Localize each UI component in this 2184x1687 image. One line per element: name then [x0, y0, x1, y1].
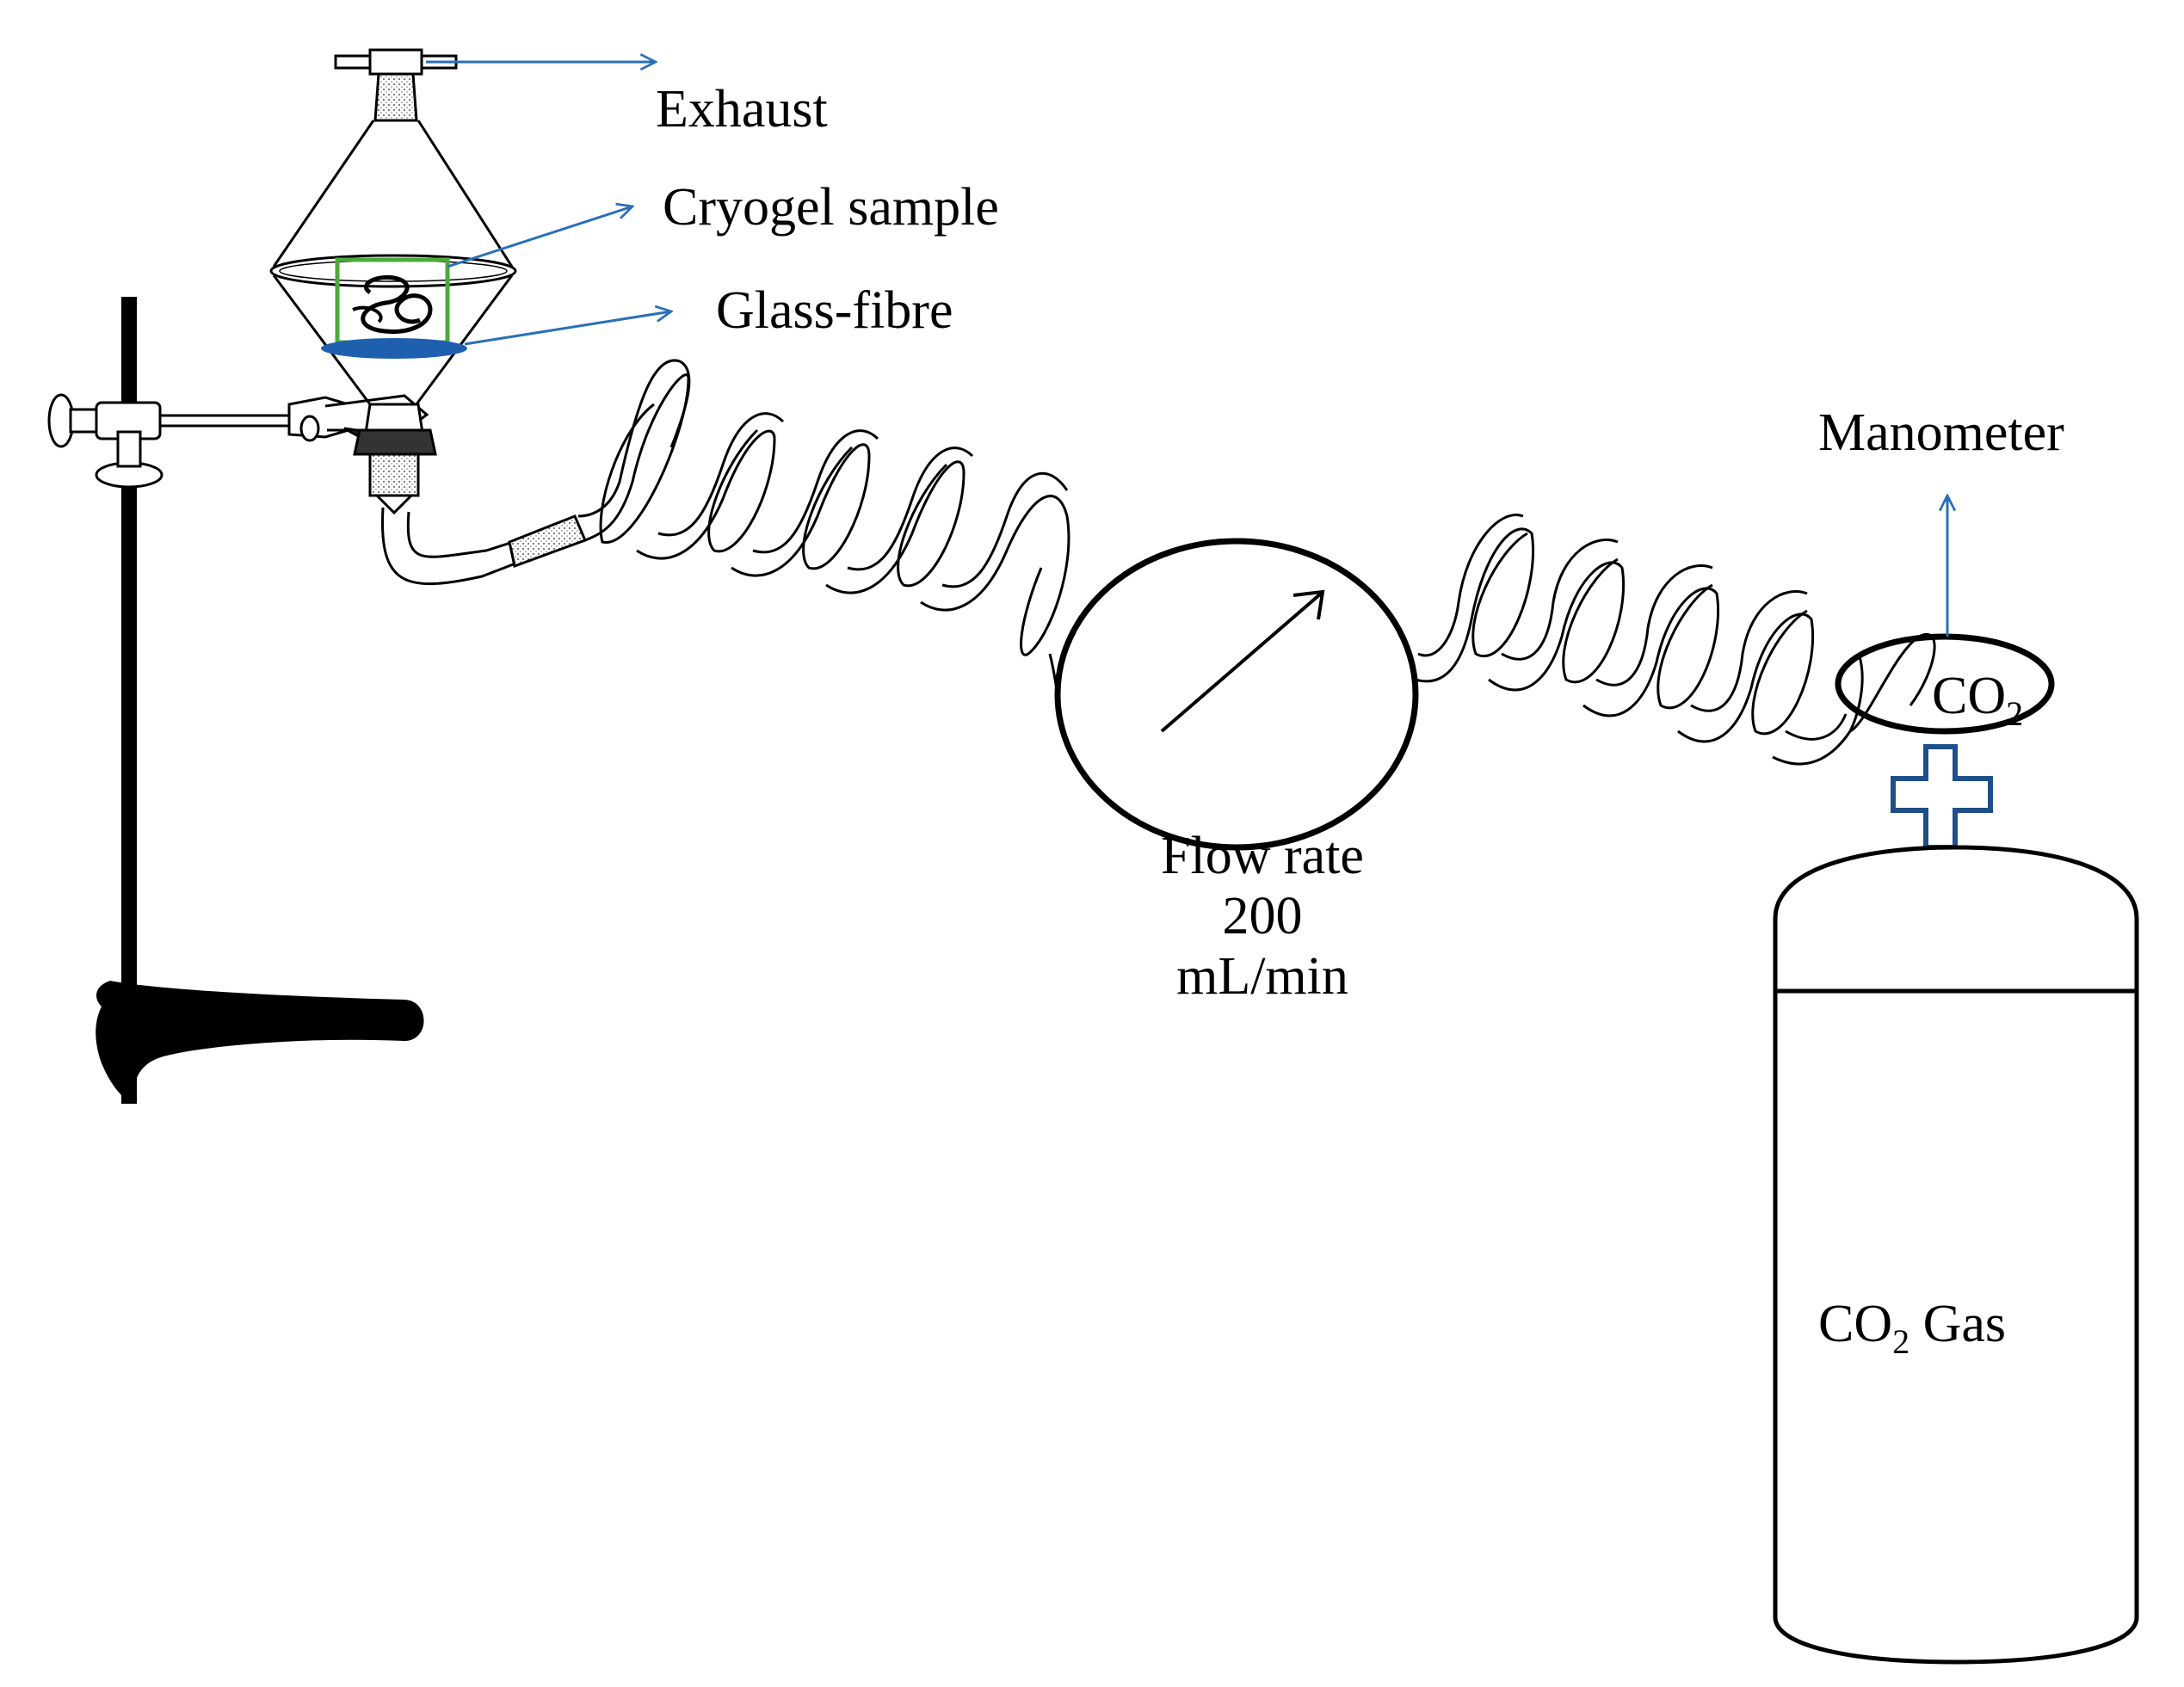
co2-subscript: 2: [2006, 694, 2024, 733]
cryogel-sample-label: Cryogel sample: [663, 178, 999, 237]
flow-rate-line1: Flow rate: [1161, 827, 1364, 885]
gas-suffix-text: Gas: [1909, 1295, 2007, 1353]
retort-stand-icon: [96, 297, 424, 1104]
pointer-arrows: [426, 62, 1947, 637]
cross-valve-icon: [1891, 744, 1993, 850]
glass-fibre-arrow: [464, 311, 671, 346]
gas-co-text: CO: [1818, 1295, 1893, 1353]
coiled-tube-left: [577, 359, 1070, 723]
cryogel-sample-arrow: [447, 206, 632, 268]
flowmeter-dial-icon: [1054, 538, 1419, 851]
separatory-funnel-icon: [269, 48, 517, 515]
flow-rate-line3: mL/min: [1176, 947, 1348, 1006]
flow-rate-line2: 200: [1222, 887, 1303, 945]
coiled-tube-right: [1415, 514, 1936, 766]
manometer-label: Manometer: [1818, 403, 2064, 462]
manometer-co2-label: CO2: [1932, 669, 2023, 731]
gas-subscript: 2: [1892, 1322, 1910, 1361]
tubing-left: [380, 507, 588, 586]
manometer-icon: [1835, 633, 2055, 735]
gas-cylinder-icon: [1773, 845, 2139, 1665]
co2-gas-label: CO2 Gas: [1818, 1297, 2006, 1359]
exhaust-label: Exhaust: [656, 80, 828, 139]
glass-fibre-disc: [321, 338, 467, 359]
co2-text: CO: [1932, 667, 2007, 725]
flow-rate-label: Flow rate 200 mL/min: [1107, 826, 1417, 1007]
glass-fibre-label: Glass-fibre: [716, 281, 953, 340]
